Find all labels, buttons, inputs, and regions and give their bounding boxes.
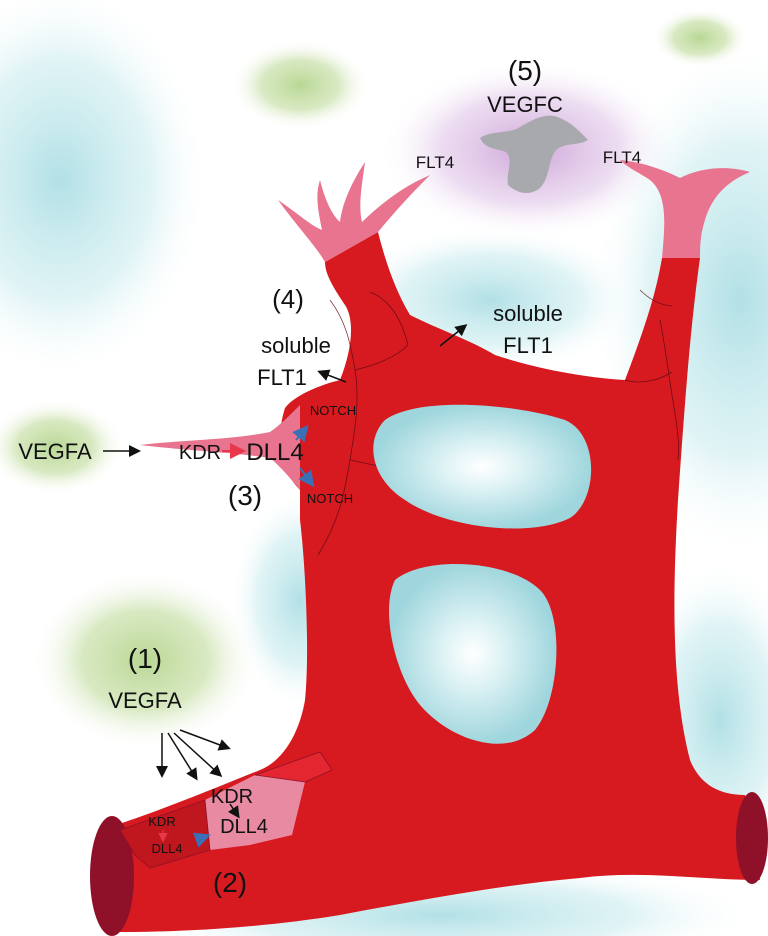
label-step3: (3): [228, 480, 262, 511]
vessel-end-right: [736, 792, 768, 884]
label-center-soluble: soluble: [493, 301, 563, 326]
green-blob-top-left: [230, 40, 370, 130]
label-vegfc: VEGFC: [487, 92, 563, 117]
label-step1-vegfa: VEGFA: [108, 688, 182, 713]
label-step2: (2): [213, 867, 247, 898]
label-step1: (1): [128, 643, 162, 674]
label-step3-dll4: DLL4: [246, 439, 303, 466]
label-step4-soluble: soluble: [261, 333, 331, 358]
label-step4-flt1: FLT1: [257, 365, 307, 390]
label-center-flt1: FLT1: [503, 333, 553, 358]
label-step3-vegfa: VEGFA: [18, 439, 92, 464]
label-step2-dll4-small: DLL4: [151, 841, 182, 856]
label-step5: (5): [508, 55, 542, 86]
label-flt4-right: FLT4: [603, 148, 641, 167]
label-step2-dll4-large: DLL4: [220, 816, 268, 838]
label-step3-kdr: KDR: [179, 442, 221, 464]
label-step4: (4): [272, 284, 304, 314]
cyan-blob-left: [0, 0, 210, 380]
label-flt4-left: FLT4: [416, 153, 454, 172]
label-step2-kdr-large: KDR: [211, 786, 253, 808]
label-notch-top: NOTCH: [310, 403, 356, 418]
label-step2-kdr-small: KDR: [148, 814, 175, 829]
label-notch-bottom: NOTCH: [307, 491, 353, 506]
